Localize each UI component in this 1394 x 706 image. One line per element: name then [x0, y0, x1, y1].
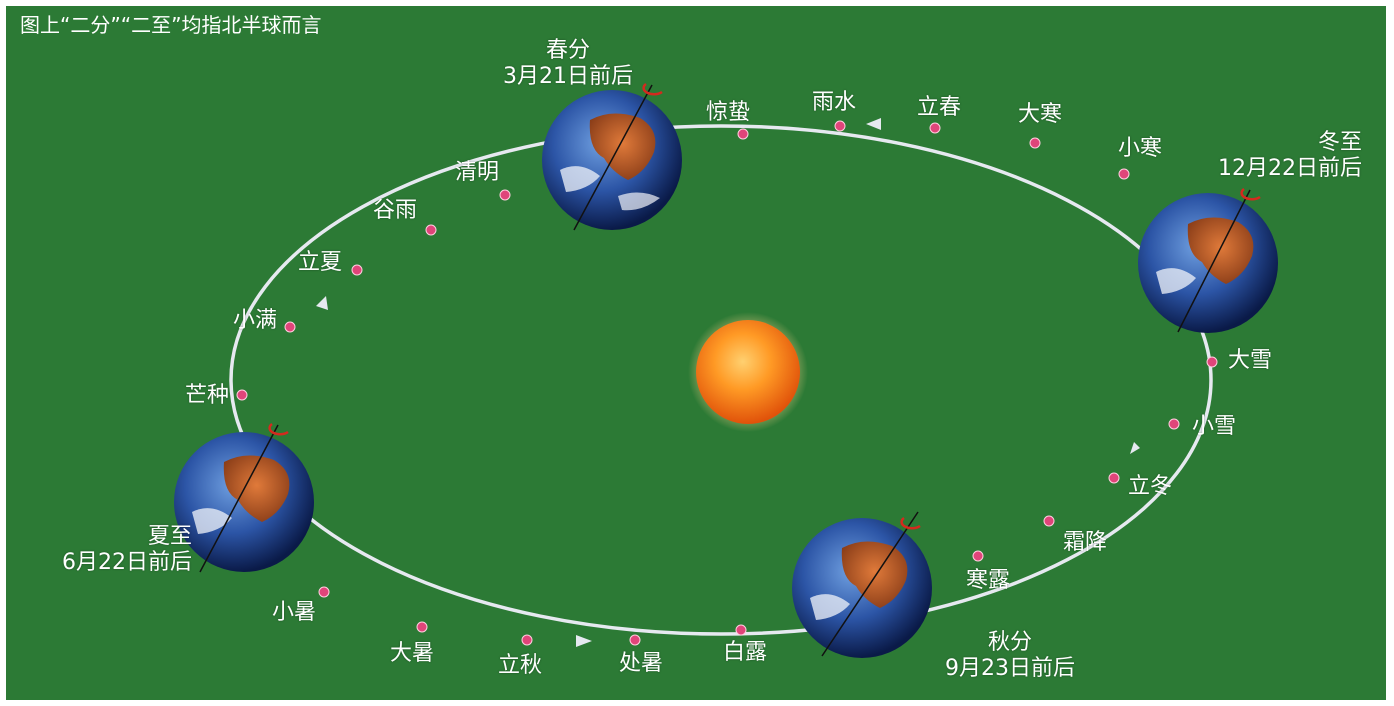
winter-solstice-date: 12月22日前后	[1218, 156, 1362, 181]
term-dot-xiaoxue	[1168, 418, 1180, 430]
term-dot-bailu	[735, 624, 747, 636]
autumn-equinox-label: 秋分 9月23日前后	[922, 630, 1098, 682]
term-dot-dahan	[1029, 137, 1041, 149]
earth-autumn	[792, 511, 932, 658]
term-label-xiaoxue: 小雪	[1192, 414, 1237, 439]
term-dot-yushui	[834, 120, 846, 132]
term-dot-lidong	[1108, 472, 1120, 484]
rotation-arrow-icon	[1240, 187, 1261, 201]
term-label-chushu: 处暑	[619, 651, 664, 676]
orbit-path	[229, 124, 1213, 636]
term-dot-shuangjiang	[1043, 515, 1055, 527]
winter-solstice-label: 冬至 12月22日前后	[1186, 130, 1362, 182]
term-dots	[236, 120, 1218, 646]
term-label-liqiu: 立秋	[498, 653, 543, 678]
term-dot-daxue	[1206, 356, 1218, 368]
term-label-lidong: 立冬	[1128, 474, 1173, 499]
term-dot-xiaohan	[1118, 168, 1130, 180]
autumn-equinox-date: 9月23日前后	[945, 656, 1075, 681]
term-dot-liqiu	[521, 634, 533, 646]
term-label-lichun: 立春	[917, 95, 962, 120]
direction-arrow-bottom	[576, 635, 592, 647]
term-label-qingming: 清明	[455, 160, 500, 185]
spring-equinox-name: 春分	[545, 38, 590, 63]
earth-axis	[573, 84, 653, 231]
sun-icon	[696, 320, 800, 424]
term-dot-guyu	[425, 224, 437, 236]
term-label-xiaohan: 小寒	[1118, 136, 1163, 161]
summer-solstice-label: 夏至 6月22日前后	[20, 524, 192, 576]
term-label-mangzhong: 芒种	[185, 383, 230, 408]
earth-axis	[199, 424, 279, 573]
term-label-lixia: 立夏	[298, 250, 343, 275]
term-dot-xiaoman	[284, 321, 296, 333]
earth-axis	[821, 511, 919, 657]
direction-arrow-left	[316, 296, 328, 310]
direction-arrow-top	[866, 118, 881, 130]
term-label-guyu: 谷雨	[373, 198, 418, 223]
earth-spring	[542, 82, 682, 231]
term-dot-lichun	[929, 122, 941, 134]
caption-note: 图上“二分”“二至”均指北半球而言	[20, 13, 322, 37]
earth-axis	[1177, 189, 1251, 333]
winter-solstice-name: 冬至	[1317, 130, 1362, 155]
term-dot-chushu	[629, 634, 641, 646]
term-dot-qingming	[499, 189, 511, 201]
spring-equinox-label: 春分 3月21日前后	[488, 38, 648, 90]
term-label-dashu: 大暑	[390, 641, 435, 666]
term-label-xiaoshu: 小暑	[272, 600, 317, 625]
rotation-arrow-icon	[642, 82, 663, 96]
term-dot-dashu	[416, 621, 428, 633]
earth-winter	[1138, 187, 1278, 333]
direction-arrow-right	[1130, 442, 1140, 454]
autumn-equinox-name: 秋分	[987, 630, 1032, 655]
earth-summer	[174, 422, 314, 573]
summer-solstice-date: 6月22日前后	[62, 550, 192, 575]
term-label-xiaoman: 小满	[233, 308, 278, 333]
term-dot-hanlu	[972, 550, 984, 562]
rotation-arrow-icon	[268, 422, 289, 436]
term-dot-mangzhong	[236, 389, 248, 401]
term-label-bailu: 白露	[723, 640, 768, 665]
term-dot-lixia	[351, 264, 363, 276]
rotation-arrow-icon	[900, 516, 921, 530]
term-label-dahan: 大寒	[1018, 102, 1063, 127]
term-label-hanlu: 寒露	[966, 568, 1011, 593]
term-dot-xiaoshu	[318, 586, 330, 598]
term-label-daxue: 大雪	[1228, 348, 1273, 373]
summer-solstice-name: 夏至	[147, 524, 192, 549]
term-dot-jingzhe	[737, 128, 749, 140]
spring-equinox-date: 3月21日前后	[503, 64, 633, 89]
term-label-jingzhe: 惊蛰	[706, 100, 751, 125]
term-label-yushui: 雨水	[812, 90, 857, 115]
term-label-shuangjiang: 霜降	[1063, 530, 1108, 555]
